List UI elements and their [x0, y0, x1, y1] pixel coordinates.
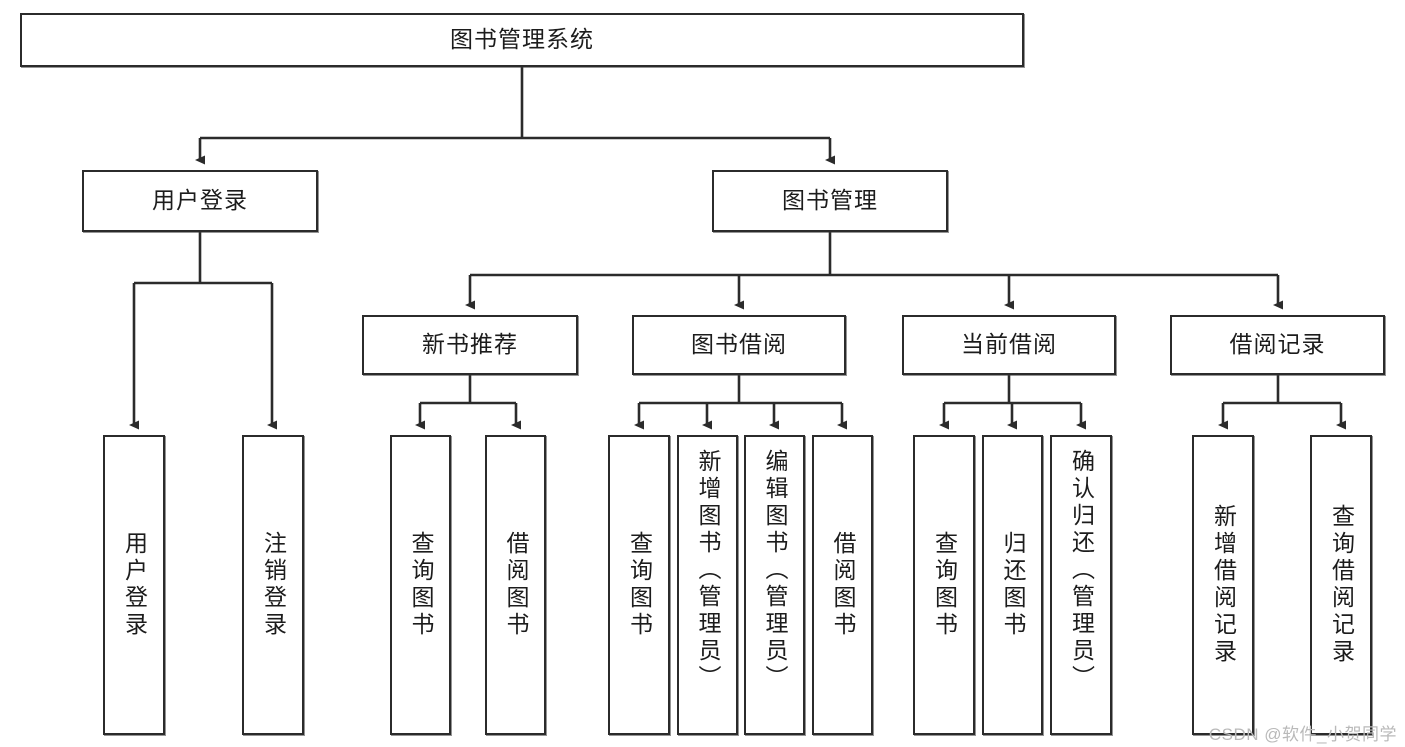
csdn-watermark: CSDN @软件_小贺同学: [1208, 725, 1397, 744]
leaf-logout-login-label: 注销登录: [260, 531, 287, 639]
leaf-confirm-return-admin-label: 确认归还（管理员）: [1068, 449, 1095, 692]
leaf-add-borrow-record[interactable]: 新增借阅记录: [1192, 435, 1254, 735]
leaf-add-book-admin[interactable]: 新增图书（管理员）: [677, 435, 738, 735]
leaf-borrow-book-recommend-label: 借阅图书: [503, 531, 529, 639]
node-root-label: 图书管理系统: [450, 26, 594, 53]
leaf-query-book-current-label: 查询图书: [931, 531, 958, 639]
node-book-borrow-label: 图书借阅: [691, 331, 787, 358]
node-current-borrow[interactable]: 当前借阅: [902, 315, 1116, 375]
leaf-query-borrow-record-label: 查询借阅记录: [1328, 504, 1355, 666]
leaf-add-borrow-record-label: 新增借阅记录: [1210, 504, 1237, 666]
leaf-confirm-return-admin[interactable]: 确认归还（管理员）: [1050, 435, 1112, 735]
leaf-borrow-book-label: 借阅图书: [830, 531, 856, 639]
node-root[interactable]: 图书管理系统: [20, 13, 1024, 67]
leaf-query-book-borrow-label: 查询图书: [626, 531, 653, 639]
leaf-return-book-label: 归还图书: [1000, 531, 1026, 639]
leaf-borrow-book-recommend[interactable]: 借阅图书: [485, 435, 546, 735]
leaf-return-book[interactable]: 归还图书: [982, 435, 1043, 735]
node-book-management[interactable]: 图书管理: [712, 170, 948, 232]
node-book-borrow[interactable]: 图书借阅: [632, 315, 846, 375]
node-new-book-recommend[interactable]: 新书推荐: [362, 315, 578, 375]
leaf-query-book-recommend[interactable]: 查询图书: [390, 435, 451, 735]
leaf-user-login[interactable]: 用户登录: [103, 435, 165, 735]
leaf-user-login-label: 用户登录: [121, 531, 148, 639]
leaf-query-book-recommend-label: 查询图书: [408, 531, 434, 639]
node-new-book-recommend-label: 新书推荐: [422, 331, 518, 358]
node-book-management-label: 图书管理: [782, 187, 878, 214]
node-borrow-record-label: 借阅记录: [1229, 331, 1326, 358]
leaf-edit-book-admin[interactable]: 编辑图书（管理员）: [744, 435, 805, 735]
leaf-query-book-current[interactable]: 查询图书: [913, 435, 975, 735]
leaf-query-book-borrow[interactable]: 查询图书: [608, 435, 670, 735]
leaf-borrow-book[interactable]: 借阅图书: [812, 435, 873, 735]
node-user-login[interactable]: 用户登录: [82, 170, 318, 232]
node-borrow-record[interactable]: 借阅记录: [1170, 315, 1385, 375]
leaf-logout-login[interactable]: 注销登录: [242, 435, 304, 735]
node-user-login-label: 用户登录: [152, 187, 248, 214]
leaf-query-borrow-record[interactable]: 查询借阅记录: [1310, 435, 1372, 735]
node-current-borrow-label: 当前借阅: [961, 331, 1057, 358]
leaf-add-book-admin-label: 新增图书（管理员）: [695, 449, 721, 692]
leaf-edit-book-admin-label: 编辑图书（管理员）: [762, 449, 788, 692]
